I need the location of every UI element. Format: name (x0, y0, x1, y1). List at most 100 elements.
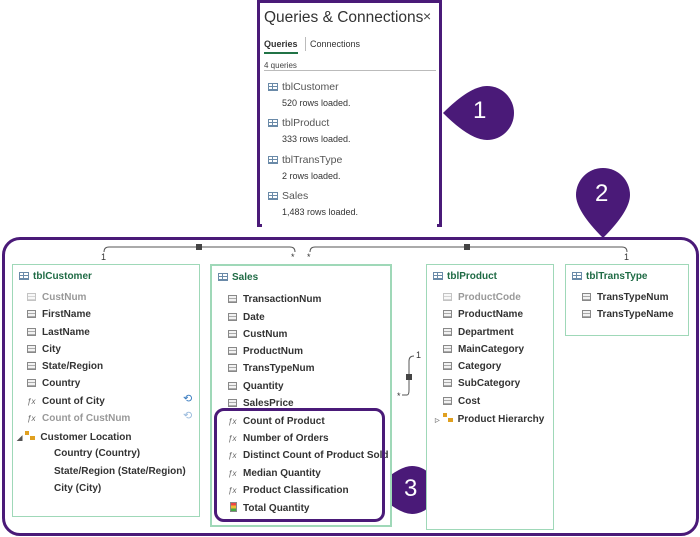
field[interactable]: TransTypeName (582, 309, 674, 320)
column-icon (228, 347, 237, 355)
query-item-sales[interactable]: Sales (268, 190, 308, 202)
query-status: 520 rows loaded. (282, 98, 351, 108)
measure-icon: ƒx (228, 486, 237, 495)
field-name: ProductCode (458, 292, 521, 303)
field[interactable]: Category (443, 361, 501, 372)
query-item-tbltranstype[interactable]: tblTransType (268, 154, 342, 166)
field[interactable]: TransTypeNum (582, 292, 669, 303)
hierarchy[interactable]: ◢ Customer Location (17, 431, 132, 443)
field[interactable]: Department (443, 327, 514, 338)
field[interactable]: CustNum (27, 292, 86, 303)
query-name: tblProduct (282, 117, 330, 129)
query-count: 4 queries (264, 61, 297, 70)
field-name: Category (458, 361, 502, 372)
sync-icon: ⟲ (183, 393, 193, 405)
cardinality-many: * (397, 391, 401, 401)
column-icon (443, 397, 452, 405)
query-item-tblcustomer[interactable]: tblCustomer (268, 81, 339, 93)
column-icon (228, 399, 237, 407)
field[interactable]: ProductNum (228, 346, 303, 357)
table-title[interactable]: Sales (218, 272, 258, 283)
field[interactable]: State/Region (27, 361, 103, 372)
query-status: 333 rows loaded. (282, 134, 351, 144)
hierarchy-icon (442, 413, 453, 422)
table-icon (218, 273, 228, 281)
field[interactable]: CustNum (228, 329, 287, 340)
callout-2: 2 (595, 180, 609, 207)
field-name: Date (243, 312, 265, 323)
column-icon (443, 345, 452, 353)
field-name: TransTypeName (597, 309, 674, 320)
query-status: 1,483 rows loaded. (282, 207, 359, 217)
field[interactable]: Cost (443, 396, 480, 407)
callout-3: 3 (404, 475, 418, 502)
callout-1-shape (443, 86, 514, 140)
field-name: Cost (458, 396, 481, 407)
field[interactable]: TransactionNum (228, 294, 321, 305)
measure[interactable]: ƒx Distinct Count of Product Sold (228, 450, 389, 461)
field-name: Product Hierarchy (457, 414, 545, 425)
column-icon (443, 310, 452, 318)
relationship-marker (464, 244, 470, 250)
kpi[interactable]: Total Quantity (230, 502, 309, 514)
cardinality-one: 1 (101, 252, 107, 262)
table-title[interactable]: tblCustomer (19, 271, 92, 282)
field[interactable]: ProductName (443, 309, 523, 320)
table-icon (268, 83, 278, 91)
field-name: Customer Location (40, 432, 132, 443)
table-tblcustomer[interactable]: tblCustomer CustNum FirstName LastName C… (12, 264, 200, 517)
field-name: MainCategory (458, 344, 525, 355)
table-icon (572, 272, 582, 280)
collapse-triangle-icon[interactable]: ◢ (17, 435, 23, 442)
close-icon[interactable]: × (423, 8, 432, 24)
hierarchy-level[interactable]: State/Region (State/Region) (54, 466, 186, 477)
field-name: State/Region (42, 361, 104, 372)
measure-icon: ƒx (228, 417, 237, 426)
field-name: Count of CustNum (42, 413, 131, 424)
field[interactable]: MainCategory (443, 344, 524, 355)
field-name: TransTypeNum (243, 363, 315, 374)
field[interactable]: Quantity (228, 381, 284, 392)
table-tbltranstype[interactable]: tblTransType TransTypeNum TransTypeName (565, 264, 689, 336)
tab-connections[interactable]: Connections (310, 39, 361, 49)
divider (264, 70, 436, 71)
query-item-tblproduct[interactable]: tblProduct (268, 117, 329, 129)
table-tblproduct[interactable]: tblProduct ProductCode ProductName Depar… (426, 264, 554, 530)
measure[interactable]: ƒx Product Classification (228, 485, 349, 496)
measure-icon: ƒx (228, 451, 237, 460)
field[interactable]: SalesPrice (228, 398, 294, 409)
column-icon (27, 362, 36, 370)
field[interactable]: Country (27, 378, 80, 389)
hierarchy-level[interactable]: City (City) (54, 483, 102, 494)
table-sales[interactable]: Sales TransactionNum Date CustNum Produc… (210, 264, 392, 527)
field-name: Distinct Count of Product Sold (243, 450, 389, 461)
field[interactable]: FirstName (27, 309, 91, 320)
hierarchy-level[interactable]: Country (Country) (54, 448, 141, 459)
measures-highlight (214, 408, 385, 522)
table-title[interactable]: tblProduct (433, 271, 497, 282)
field[interactable]: ProductCode (443, 292, 521, 303)
cardinality-one: 1 (416, 350, 422, 360)
field[interactable]: TransTypeNum (228, 363, 315, 374)
column-icon (443, 293, 452, 301)
field-name: TransactionNum (243, 294, 322, 305)
column-icon (27, 310, 36, 318)
field[interactable]: Date (228, 312, 265, 323)
field-name: Product Classification (243, 485, 349, 496)
sync-icon: ⟲ (183, 410, 193, 422)
table-title[interactable]: tblTransType (572, 271, 648, 282)
field-name: FirstName (42, 309, 91, 320)
field[interactable]: LastName (27, 327, 90, 338)
tab-queries[interactable]: Queries (264, 39, 298, 54)
expand-triangle-icon[interactable]: ▷ (435, 418, 440, 424)
hierarchy[interactable]: ▷ Product Hierarchy (435, 413, 544, 425)
field[interactable]: SubCategory (443, 378, 520, 389)
measure-icon: ƒx (228, 434, 237, 443)
column-icon (27, 293, 36, 301)
field[interactable]: City (27, 344, 61, 355)
